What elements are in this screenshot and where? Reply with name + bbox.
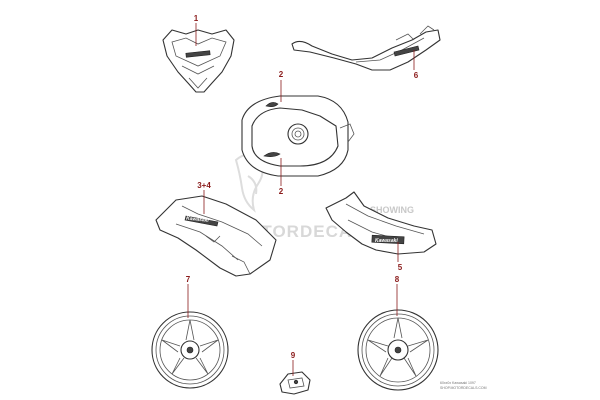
copyright-line-1: 60xx0x Kawasaki 1097 [440,381,476,385]
callout-9: 9 [291,351,296,360]
part-3-4-side-fairing [155,195,277,277]
callout-6: 6 [414,71,419,80]
part-6-seat-cowl [291,25,441,71]
callout-3-4: 3+4 [197,181,211,190]
callout-2-top: 2 [279,70,284,79]
part-8-rear-wheel [357,309,439,391]
tail-brand-decal: Kawasaki [375,238,398,244]
copyright-note: 60xx0x Kawasaki 1097 SHOP.MOTORDECALS.CO… [440,381,487,390]
watermark-subtext: SHOWING [370,205,414,215]
part-9-small-emblem [279,371,311,395]
side-fairing-brand-decal: Kawasaki [186,216,210,224]
callout-2-bottom: 2 [279,187,284,196]
callout-8: 8 [395,275,400,284]
leader-lines [187,23,415,376]
part-5-lower-fairing: Kawasaki [325,191,437,255]
part-2-fuel-tank [241,95,355,177]
callout-7: 7 [186,275,191,284]
callout-5: 5 [398,263,403,272]
part-1-front-cowl [162,29,235,93]
part-7-front-wheel [151,311,229,389]
copyright-line-2: SHOP.MOTORDECALS.COM [440,386,487,390]
callouts: 1 2 2 3+4 5 6 7 8 9 [186,14,419,360]
callout-1: 1 [194,14,199,23]
